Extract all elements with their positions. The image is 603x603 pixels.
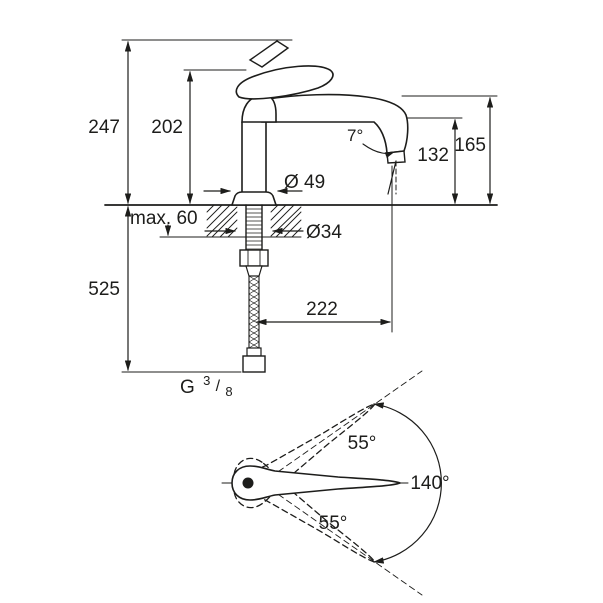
label-spout-height: 202 [151,117,183,138]
mounting-nut-facets [247,249,261,267]
label-under-counter-length: 525 [88,279,120,300]
label-swivel-upper: 55° [348,433,377,454]
swivel-radial-upper [261,370,423,484]
counter-hatching-right [270,204,302,238]
handle-top-view-upper-dashed [233,402,377,509]
swivel-radial-lower [261,482,423,596]
label-base-diameter: Ø 49 [284,172,325,193]
handle-pivot-dot [242,477,254,489]
hose-end-fitting [242,355,266,373]
label-max-counter-thickness: max. 60 [130,208,198,229]
label-outlet-clearance: 132 [417,145,449,166]
label-spout-top-height: 165 [454,135,486,156]
faucet-cartridge-dome [241,95,277,123]
label-total-height: 247 [88,117,120,138]
faucet-lever-handle [235,65,334,100]
spray-angle-arc [362,143,395,158]
hose-connector-taper [245,265,263,277]
label-thread-size: G 3 / 8 [180,369,233,399]
threaded-shank [245,204,263,251]
shank-threads [245,208,263,250]
thread-denominator: 8 [225,384,232,399]
swivel-top-view [221,370,442,596]
counter-hatching-left [206,204,238,238]
label-hole-diameter: Ø34 [306,222,342,243]
braided-hose-weave-b [248,275,260,349]
swivel-range-arc [372,402,442,564]
hose-end-collar [246,347,262,357]
handle-top-view-lower-dashed [233,457,377,564]
label-swivel-lower: 55° [319,513,348,534]
handle-top-view-solid [231,465,403,501]
mounting-nut [239,249,269,267]
thread-slash: / [216,378,221,395]
label-spout-reach: 222 [306,299,338,320]
faucet-base-plate [230,191,278,206]
faucet-lever-tip-raised [248,40,290,68]
thread-numerator: 3 [203,373,210,388]
label-swivel-total: 140° [410,473,449,494]
label-spray-angle: 7° [347,126,363,145]
faucet-body-column [241,121,267,193]
faucet-spout-outline [261,93,409,154]
thread-prefix: G [180,377,195,398]
side-view [104,39,498,373]
